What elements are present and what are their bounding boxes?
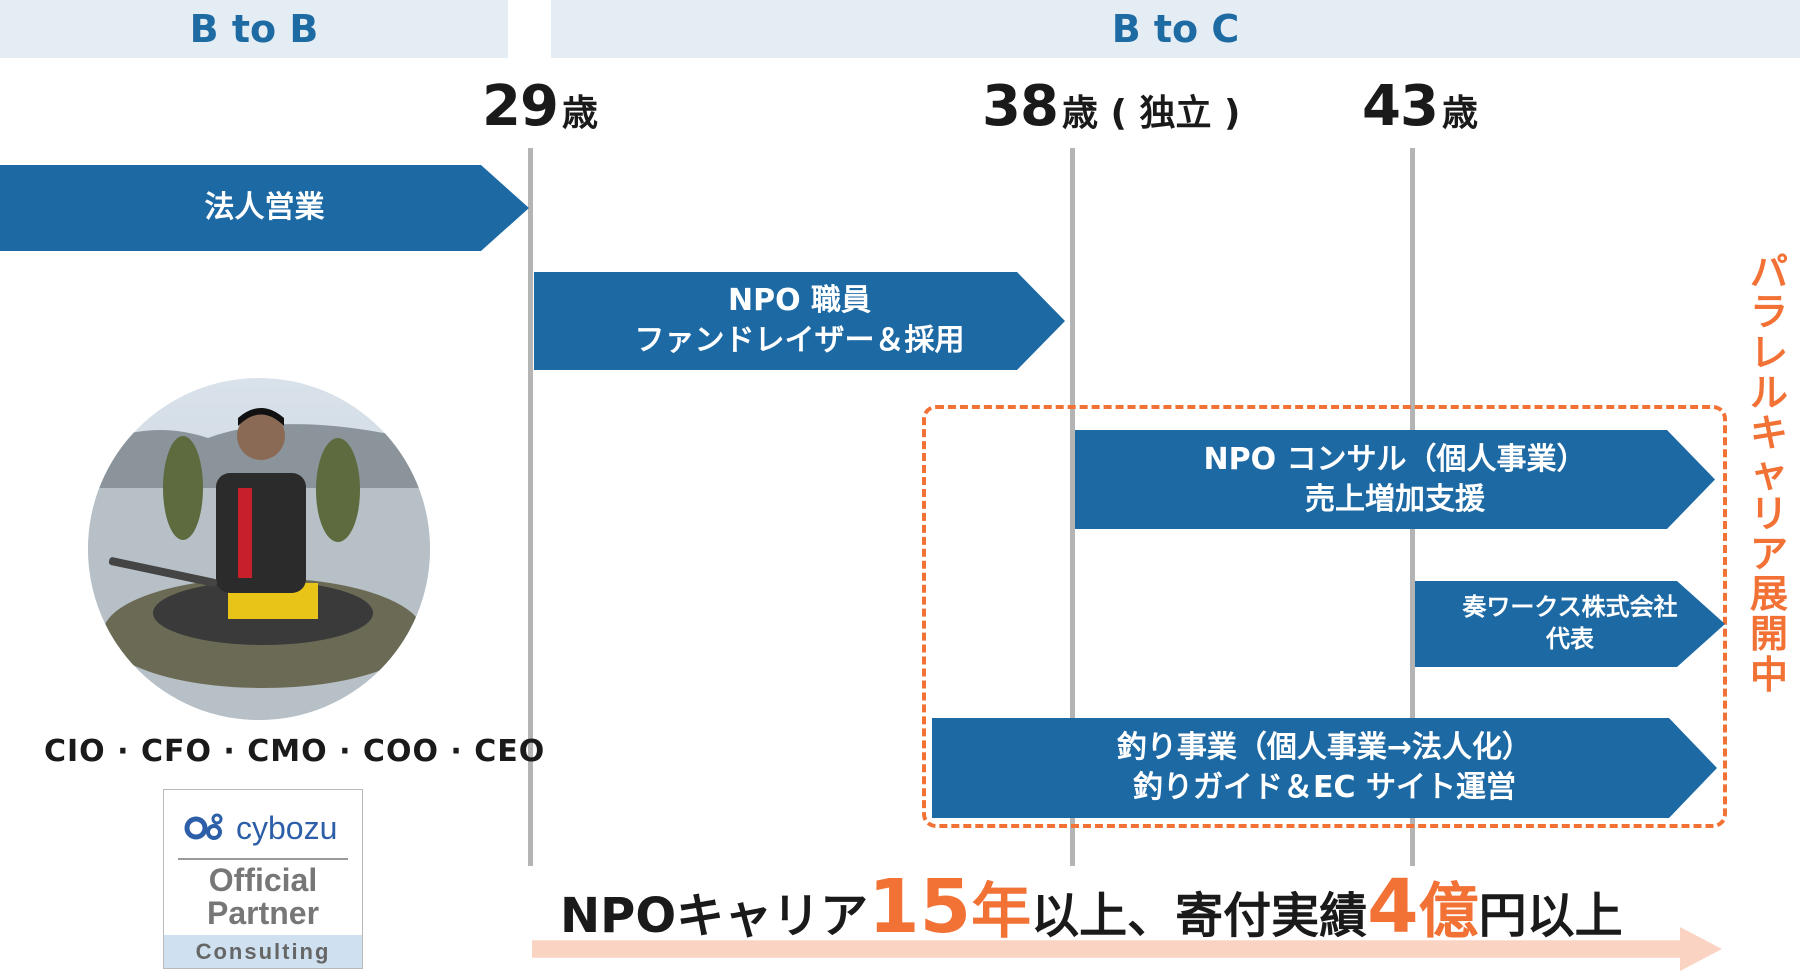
career-npo-consult-line1: NPO コンサル（個人事業）	[1203, 441, 1587, 477]
age-29-number: 29	[482, 74, 559, 139]
career-company-line1: 奏ワークス株式会社	[1462, 593, 1678, 622]
career-npo-staff-line2: ファンドレイザー＆採用	[634, 323, 965, 358]
parallel-career-label: パラレルキャリア展開中	[1749, 250, 1788, 697]
band-b-to-b-label: B to B	[189, 7, 319, 51]
summary-years-number: 15	[868, 864, 972, 950]
career-npo-consult-line2: 売上増加支援	[1305, 481, 1485, 517]
career-fishing-line1: 釣り事業（個人事業→法人化）	[1116, 730, 1533, 766]
summary-donation-number: 4	[1367, 864, 1419, 950]
age-43-unit: 歳	[1441, 93, 1478, 134]
career-npo-staff-line1: NPO 職員	[727, 283, 872, 319]
age-38-unit: 歳 ( 独立 )	[1061, 93, 1241, 134]
career-sales-line1: 法人営業	[204, 190, 325, 226]
timeline-line-38	[1070, 148, 1075, 866]
age-43-number: 43	[1362, 74, 1439, 139]
summary-donation-unit: 億	[1418, 877, 1479, 947]
career-arrow-npo-staff: NPO 職員 ファンドレイザー＆採用	[534, 272, 1065, 370]
career-arrow-sales: 法人営業	[0, 165, 529, 251]
summary-donation-label: 以上、寄付実績	[1031, 888, 1368, 944]
age-29-unit: 歳	[561, 93, 598, 134]
badge-partner: Partner	[206, 895, 320, 931]
cybozu-logo: cybozu	[184, 808, 337, 848]
profile-photo-illustration	[88, 378, 430, 720]
cybozu-partner-badge: cybozu Official Partner Consulting	[163, 789, 363, 969]
summary-npo-career: NPOキャリア	[560, 888, 869, 944]
cybozu-logo-icon	[184, 813, 223, 840]
age-38-number: 38	[982, 74, 1059, 139]
profile-photo	[88, 378, 430, 720]
band-b-to-c-label: B to C	[1111, 7, 1240, 51]
band-b-to-c: B to C	[551, 0, 1800, 58]
career-company-line2: 代表	[1546, 625, 1594, 653]
career-fishing-line2: 釣りガイド＆EC サイト運営	[1133, 770, 1516, 805]
badge-divider	[178, 858, 348, 860]
band-b-to-b: B to B	[0, 0, 508, 58]
summary-text: NPOキャリア 15 年 以上、寄付実績 4 億 円以上	[560, 870, 1623, 944]
badge-official: Official	[208, 862, 318, 898]
parallel-career-box	[922, 405, 1727, 828]
career-arrow-npo-consult: NPO コンサル（個人事業） 売上増加支援	[1075, 430, 1715, 529]
timeline-line-29	[528, 148, 533, 866]
summary-yen-over: 円以上	[1478, 888, 1623, 944]
career-arrow-fishing: 釣り事業（個人事業→法人化） 釣りガイド＆EC サイト運営	[932, 718, 1717, 818]
cybozu-logo-text: cybozu	[236, 809, 338, 846]
roles-text: CIO · CFO · CMO · COO · CEO	[44, 734, 546, 769]
summary-years-unit: 年	[971, 877, 1032, 947]
badge-consulting: Consulting	[164, 935, 362, 968]
career-arrow-company: 奏ワークス株式会社 代表	[1415, 581, 1725, 667]
